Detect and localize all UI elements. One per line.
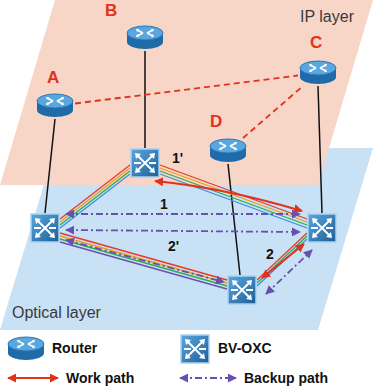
legend-text: Backup path — [244, 370, 328, 386]
legend-router-icon — [8, 337, 44, 360]
layer-label: Optical layer — [12, 304, 101, 322]
legend-oxc-icon — [181, 335, 209, 363]
router-icon — [35, 93, 75, 119]
legend-work-sample — [8, 377, 58, 379]
router-letter: C — [310, 33, 322, 53]
router-node: C — [298, 60, 338, 86]
router-node: B — [125, 25, 165, 51]
legend-backup-sample — [180, 377, 236, 379]
callout-number: 1' — [172, 150, 183, 166]
router-letter: A — [47, 68, 59, 88]
router-node: A — [35, 93, 75, 119]
router-letter: D — [210, 112, 222, 132]
router-icon — [298, 60, 338, 86]
router-icon — [125, 25, 165, 51]
callout-number: 2 — [266, 246, 274, 262]
legend-text: BV-OXC — [218, 340, 272, 356]
legend-text: Work path — [66, 370, 134, 386]
legend-text: Router — [52, 340, 97, 356]
callout-number: 2' — [168, 238, 179, 254]
router-node: D — [208, 138, 248, 164]
callout-number: 1 — [160, 196, 168, 212]
layer-label: IP layer — [300, 8, 354, 26]
router-icon — [208, 138, 248, 164]
router-letter: B — [105, 1, 117, 21]
